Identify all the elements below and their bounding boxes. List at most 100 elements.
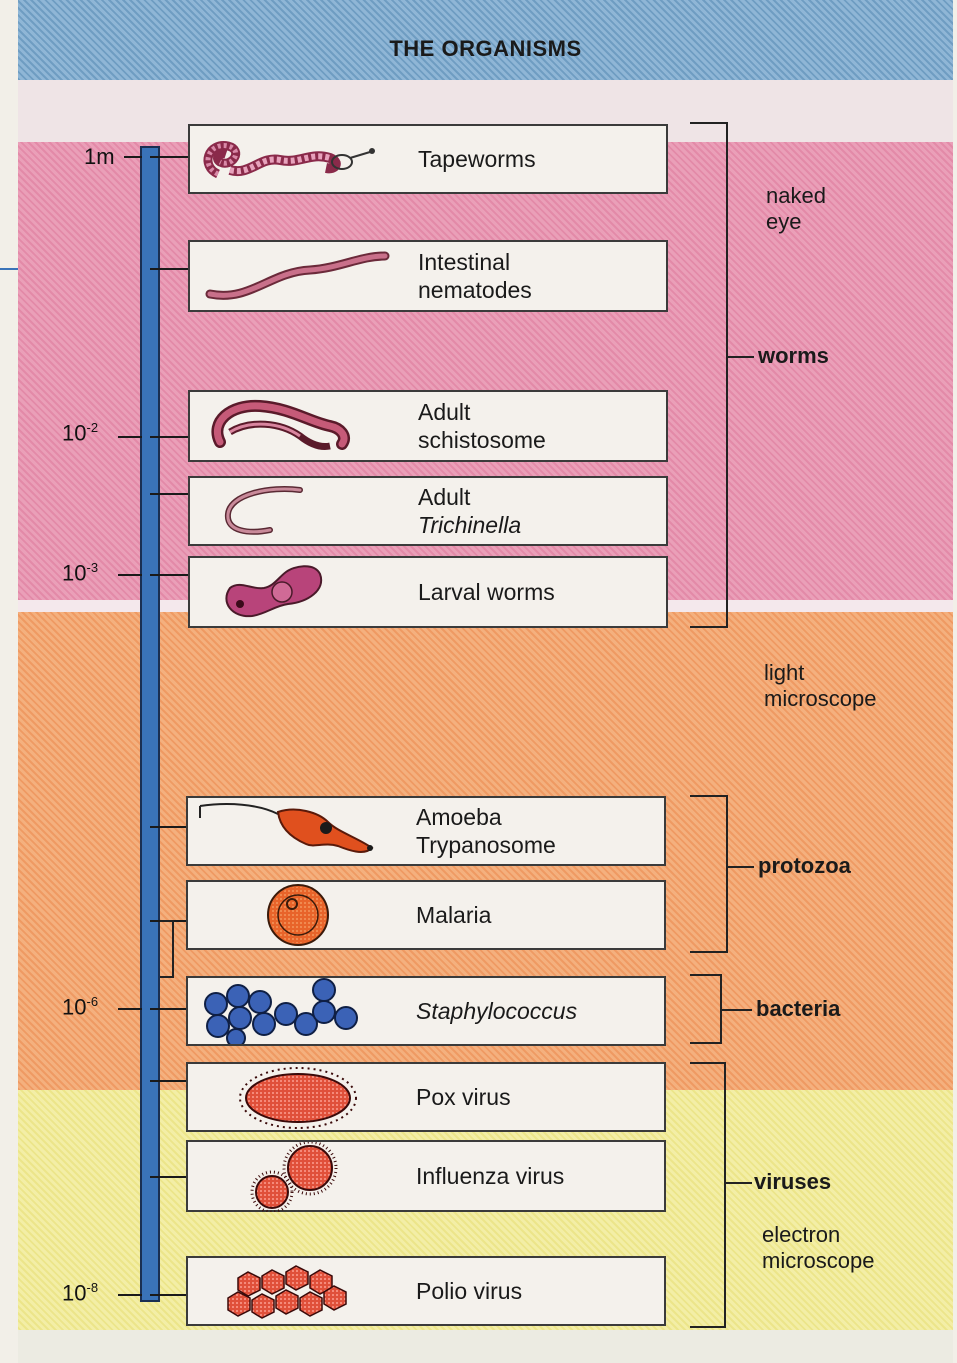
- organism-label-line1: Tapeworms: [418, 145, 536, 173]
- organism-label-line1: Adult: [418, 398, 546, 426]
- worms-bracket-stem: [728, 356, 754, 358]
- scale-label-base: 10: [62, 994, 86, 1019]
- scale-label-base: 10: [62, 420, 86, 445]
- polio-virus-icon: [188, 1258, 368, 1333]
- scale-label-exponent: -2: [86, 420, 98, 435]
- scale-label-tick: [118, 574, 142, 576]
- organism-label-line1: Intestinal: [418, 248, 532, 276]
- electron-microscope-label-line1: electron: [762, 1222, 874, 1248]
- scale-label: 10-3: [62, 560, 98, 586]
- organism-label-line1: Staphylococcus: [416, 997, 577, 1025]
- organism-card: Malaria: [186, 880, 666, 950]
- schistosome-icon: [190, 392, 360, 463]
- worms-bracket: [690, 122, 728, 628]
- light-microscope-label-line2: microscope: [764, 686, 876, 712]
- scale-tick: [150, 1080, 188, 1082]
- organism-label-line1: Larval worms: [418, 578, 555, 606]
- influenza-virus-icon: [188, 1142, 368, 1217]
- protozoa-bracket: [690, 795, 728, 953]
- bacteria-bracket-stem: [722, 1009, 752, 1011]
- scale-tick: [150, 156, 188, 158]
- naked-eye-label-line2: eye: [766, 209, 826, 235]
- scale-tick: [150, 493, 188, 495]
- organism-label: Influenza virus: [416, 1142, 564, 1210]
- scale-tick: [150, 1176, 188, 1178]
- viruses-bracket-stem: [726, 1182, 752, 1184]
- scale-label-base: 10: [62, 1280, 86, 1305]
- larval-worm-icon: [190, 558, 340, 629]
- organism-card: Larval worms: [188, 556, 668, 628]
- scale-label-tick: [124, 156, 142, 158]
- scale-tick: [150, 436, 188, 438]
- organism-label-line2: nematodes: [418, 276, 532, 304]
- organism-label: Polio virus: [416, 1258, 522, 1324]
- scale-label: 10-2: [62, 420, 98, 446]
- organism-label-line1: Polio virus: [416, 1277, 522, 1305]
- organism-label: Malaria: [416, 882, 491, 948]
- organism-label: Tapeworms: [418, 126, 536, 192]
- trichinella-icon: [190, 478, 340, 549]
- trypanosome-icon: [188, 798, 388, 869]
- organism-card: Polio virus: [186, 1256, 666, 1326]
- scale-label: 10-6: [62, 994, 98, 1020]
- diagram-title: THE ORGANISMS: [18, 36, 953, 62]
- scale-tick: [150, 826, 188, 828]
- scale-tick: [150, 268, 188, 270]
- title-band: THE ORGANISMS: [18, 0, 953, 80]
- protozoa-label: protozoa: [758, 853, 851, 879]
- organism-label-line1: Influenza virus: [416, 1162, 564, 1190]
- scale-tick: [150, 1008, 188, 1010]
- electron-microscope-label: electron microscope: [762, 1222, 874, 1274]
- page-edge-mark: [0, 268, 18, 270]
- organism-label: Larval worms: [418, 558, 555, 626]
- light-microscope-label-line1: light: [764, 660, 876, 686]
- scale-tick: [150, 574, 188, 576]
- organism-label-line2: Trypanosome: [416, 831, 556, 859]
- naked-eye-label: naked eye: [766, 183, 826, 235]
- organism-label: Staphylococcus: [416, 978, 577, 1044]
- organism-label: Pox virus: [416, 1064, 511, 1130]
- scale-label-tick: [118, 1008, 142, 1010]
- organism-card: Staphylococcus: [186, 976, 666, 1046]
- tapeworm-icon: [190, 126, 380, 197]
- naked-eye-label-line1: naked: [766, 183, 826, 209]
- bacteria-label: bacteria: [756, 996, 840, 1022]
- light-microscope-label: light microscope: [764, 660, 876, 712]
- scale-label-base: 1m: [84, 144, 115, 169]
- protozoa-bracket-stem: [728, 866, 754, 868]
- organism-card: Influenza virus: [186, 1140, 666, 1212]
- viruses-bracket: [690, 1062, 726, 1328]
- small-left-bracket: [160, 920, 174, 978]
- electron-microscope-label-line2: microscope: [762, 1248, 874, 1274]
- organism-label-line2: schistosome: [418, 426, 546, 454]
- staphylococcus-icon: [188, 978, 368, 1049]
- malaria-icon: [188, 882, 348, 953]
- worms-label: worms: [758, 343, 829, 369]
- organism-card: Tapeworms: [188, 124, 668, 194]
- organism-label-line1: Amoeba: [416, 803, 556, 831]
- scale-label-tick: [118, 436, 142, 438]
- scale-label: 10-8: [62, 1280, 98, 1306]
- scale-label-exponent: -3: [86, 560, 98, 575]
- nematode-icon: [190, 242, 390, 313]
- organism-card: Pox virus: [186, 1062, 666, 1132]
- viruses-label: viruses: [754, 1169, 831, 1195]
- pox-virus-icon: [188, 1064, 368, 1135]
- scale-tick: [150, 1294, 188, 1296]
- organism-label-line1: Pox virus: [416, 1083, 511, 1111]
- bacteria-bracket: [690, 974, 722, 1044]
- organism-label-line1: Malaria: [416, 901, 491, 929]
- scale-label-exponent: -8: [86, 1280, 98, 1295]
- organism-label-line1: Adult: [418, 483, 521, 511]
- scale-label-base: 10: [62, 560, 86, 585]
- bottom-band: [18, 1330, 953, 1363]
- scale-label-tick: [118, 1294, 142, 1296]
- scale-label-exponent: -6: [86, 994, 98, 1009]
